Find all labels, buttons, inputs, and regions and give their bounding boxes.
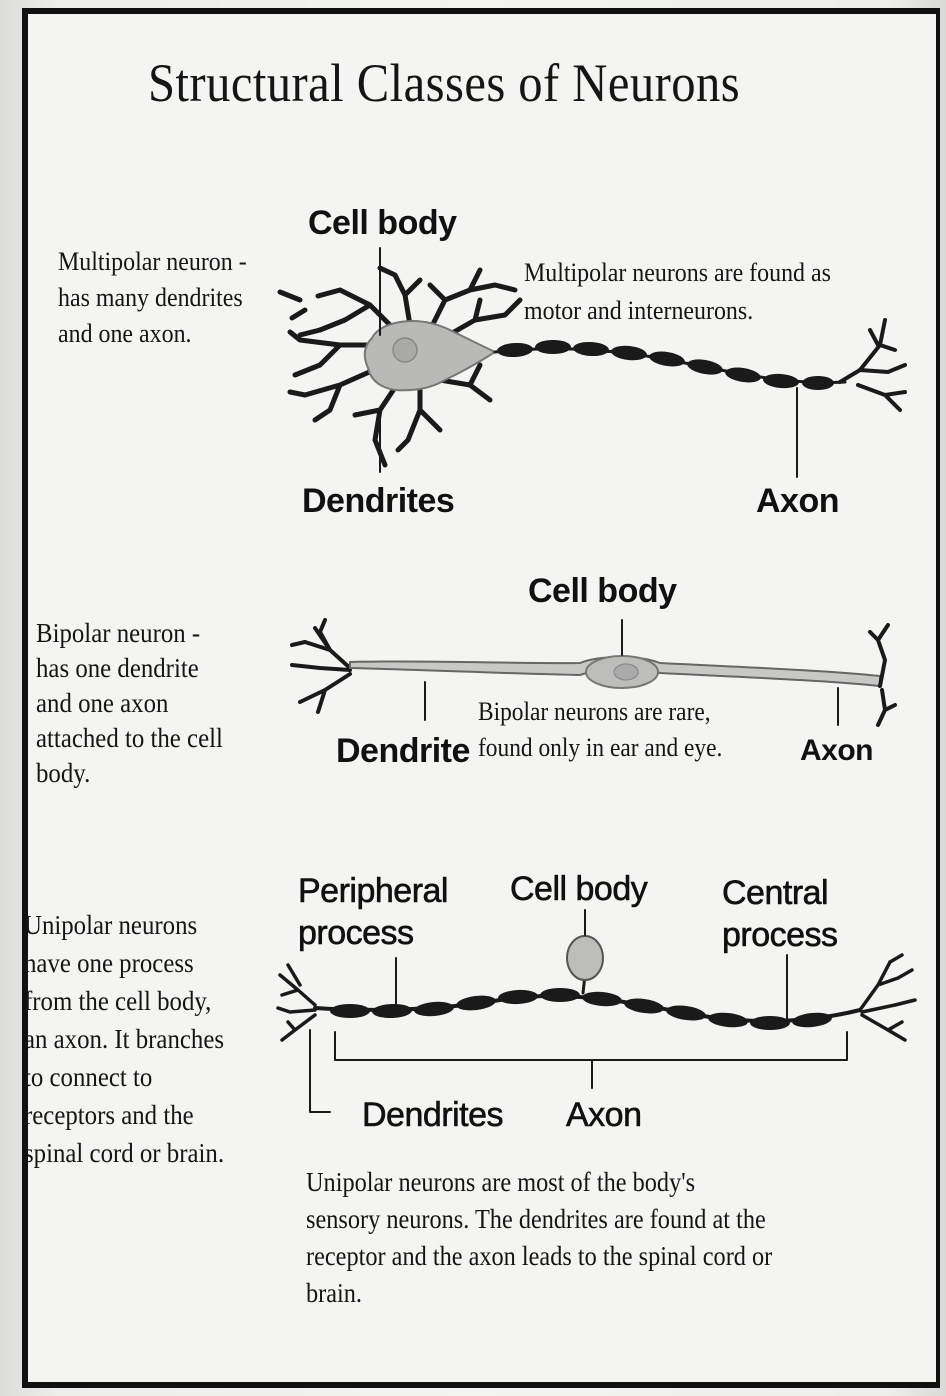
unipolar-axon-bracket bbox=[335, 1032, 847, 1060]
bipolar-note: Bipolar neurons are rare, found only in … bbox=[478, 694, 722, 766]
unipolar-dendrites-bracket bbox=[310, 1030, 330, 1112]
unipolar-dendrites-label: Dendrites bbox=[362, 1096, 503, 1135]
unipolar-dendrite-branches bbox=[278, 965, 315, 1040]
multipolar-description: Multipolar neuron - has many dendrites a… bbox=[58, 244, 247, 352]
unipolar-axon-terminal bbox=[860, 955, 915, 1040]
unipolar-note: Unipolar neurons are most of the body's … bbox=[306, 1164, 772, 1312]
multipolar-axon-label: Axon bbox=[756, 482, 839, 521]
unipolar-myelin-sheath bbox=[330, 988, 833, 1030]
unipolar-cell-body-label: Cell body bbox=[510, 870, 647, 909]
unipolar-cell-body bbox=[567, 936, 603, 980]
multipolar-dendrites-label: Dendrites bbox=[302, 482, 454, 521]
multipolar-cell-body bbox=[365, 321, 495, 390]
unipolar-description: Unipolar neurons have one process from t… bbox=[24, 906, 224, 1172]
multipolar-myelin-sheath bbox=[497, 340, 834, 390]
unipolar-central-process-label: Central process bbox=[722, 872, 838, 956]
bipolar-dendrite-label: Dendrite bbox=[336, 732, 470, 771]
bipolar-dendrite-branches bbox=[292, 620, 350, 712]
multipolar-note: Multipolar neurons are found as motor an… bbox=[524, 254, 831, 330]
unipolar-axon-label: Axon bbox=[566, 1096, 642, 1135]
bipolar-description: Bipolar neuron - has one dendrite and on… bbox=[36, 616, 223, 791]
bipolar-cell-body-label: Cell body bbox=[528, 572, 677, 611]
multipolar-axon-terminal bbox=[840, 320, 905, 410]
unipolar-peripheral-process-label: Peripheral process bbox=[298, 870, 448, 954]
bipolar-axon-label: Axon bbox=[800, 734, 873, 768]
multipolar-cell-body-label: Cell body bbox=[308, 204, 457, 243]
